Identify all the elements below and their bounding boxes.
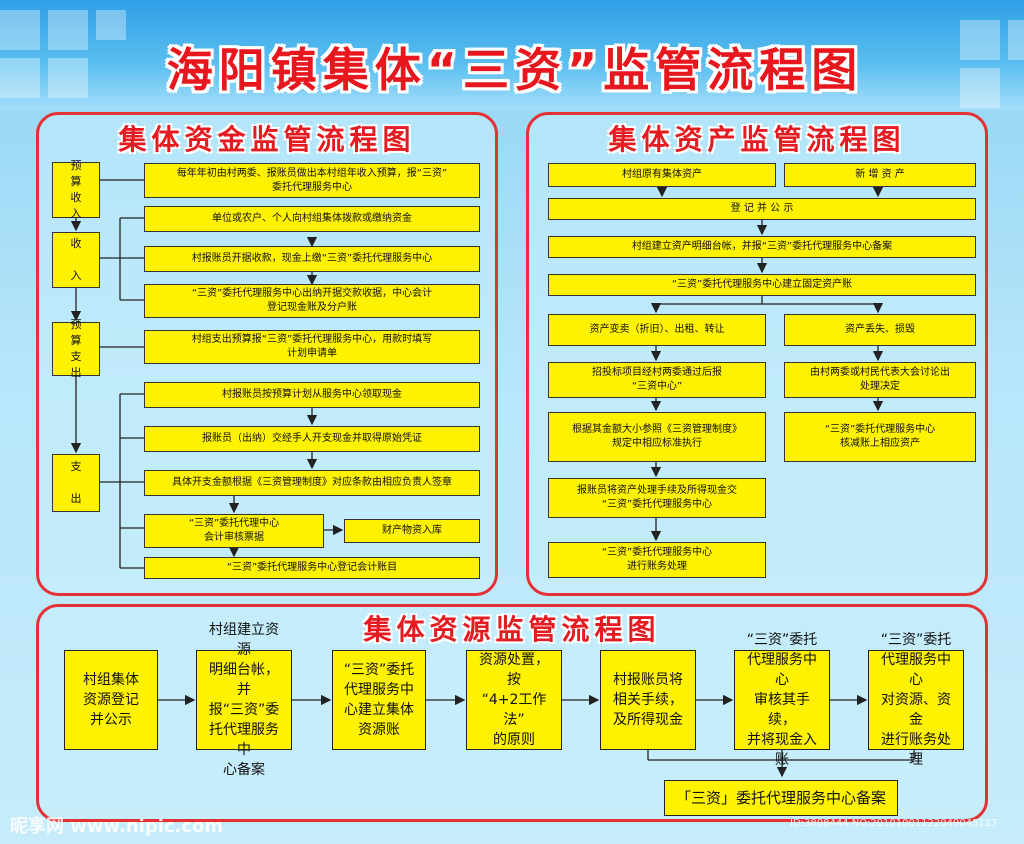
- page-title: 海阳镇集体“三资”监管流程图: [166, 43, 864, 97]
- assets-step: 由村两委或村民代表大会讨论出 处理决定: [784, 362, 976, 398]
- funds-step: 每年年初由村两委、报账员做出本村组年收入预算，报“三资” 委托代理服务中心: [144, 163, 480, 198]
- header-band: [0, 0, 1024, 110]
- assets-step: “三资”委托代理服务中心 进行账务处理: [548, 542, 766, 578]
- resources-step: 资源处置，按 “4+2工作法” 的原则: [466, 650, 562, 750]
- funds-step: 报账员（出纳）交经手人开支现金并取得原始凭证: [144, 426, 480, 452]
- watermark-left: 昵享网 www.nipic.com: [10, 816, 224, 837]
- stage-expense: 支 出: [52, 454, 100, 512]
- assets-step: 资产变卖（折旧）、出租、转让: [548, 314, 766, 346]
- funds-step: “三资”委托代理中心 会计审核票据: [144, 514, 324, 548]
- watermark-right: ID:3808444 NO:20101001122049045127: [790, 818, 998, 829]
- resources-step: “三资”委托 代理服务中心 审核其手续， 并将现金入账: [734, 632, 830, 768]
- resources-step: 村报账员将 相关手续， 及所得现金: [600, 650, 696, 750]
- stage-income: 收 入: [52, 232, 100, 288]
- resources-step: 村组建立资源 明细台帐，并 报“三资”委 托代理服务中 心备案: [196, 622, 292, 778]
- resources-step: 村组集体 资源登记 并公示: [64, 650, 158, 750]
- resources-step: “三资”委托 代理服务中 心建立集体 资源账: [332, 650, 426, 750]
- funds-step: 村报账员按预算计划从服务中心领取现金: [144, 382, 480, 408]
- funds-step: “三资”委托代理服务中心登记会计账目: [144, 557, 480, 579]
- assets-title: 集体资产监管流程图: [608, 123, 906, 156]
- assets-step: 报账员将资产处理手续及所得现金交 “三资”委托代理服务中心: [548, 478, 766, 518]
- funds-step: 单位或农户、个人向村组集体拨款或缴纳资金: [144, 206, 480, 232]
- funds-step: 村组支出预算报“三资”委托代理服务中心，用款时填写 计划申请单: [144, 330, 480, 364]
- stage-budget-income: 预 算 收 入: [52, 159, 100, 220]
- funds-step: 村报账员开据收款，现金上缴“三资”委托代理服务中心: [144, 246, 480, 272]
- resources-final: 「三资」委托代理服务中心备案: [664, 780, 898, 816]
- funds-step: “三资”委托代理服务中心出纳开据交款收据，中心会计 登记现金账及分户账: [144, 284, 480, 318]
- assets-step: 村组原有集体资产: [548, 163, 776, 187]
- assets-step: “三资”委托代理服务中心 核减账上相应资产: [784, 412, 976, 462]
- funds-step: 具体开支金额根据《三资管理制度》对应条款由相应负责人签章: [144, 470, 480, 496]
- assets-step: 登 记 并 公 示: [548, 198, 976, 220]
- assets-step: 资产丢失、损毁: [784, 314, 976, 346]
- assets-step: “三资”委托代理服务中心建立固定资产账: [548, 274, 976, 296]
- assets-step: 招投标项目经村两委通过后报 “三资中心”: [548, 362, 766, 398]
- stage-budget-expense: 预 算 支 出: [52, 318, 100, 379]
- assets-step: 新 增 资 产: [784, 163, 976, 187]
- resources-title: 集体资源监管流程图: [363, 613, 661, 646]
- assets-step: 村组建立资产明细台帐，并报“三资”委托代理服务中心备案: [548, 236, 976, 258]
- funds-step: 财产物资入库: [344, 519, 480, 543]
- funds-title: 集体资金监管流程图: [118, 123, 416, 156]
- assets-step: 根据其金额大小参照《三资管理制度》 规定中相应标准执行: [548, 412, 766, 462]
- resources-step: “三资”委托 代理服务中心 对资源、资金 进行账务处理: [868, 632, 964, 768]
